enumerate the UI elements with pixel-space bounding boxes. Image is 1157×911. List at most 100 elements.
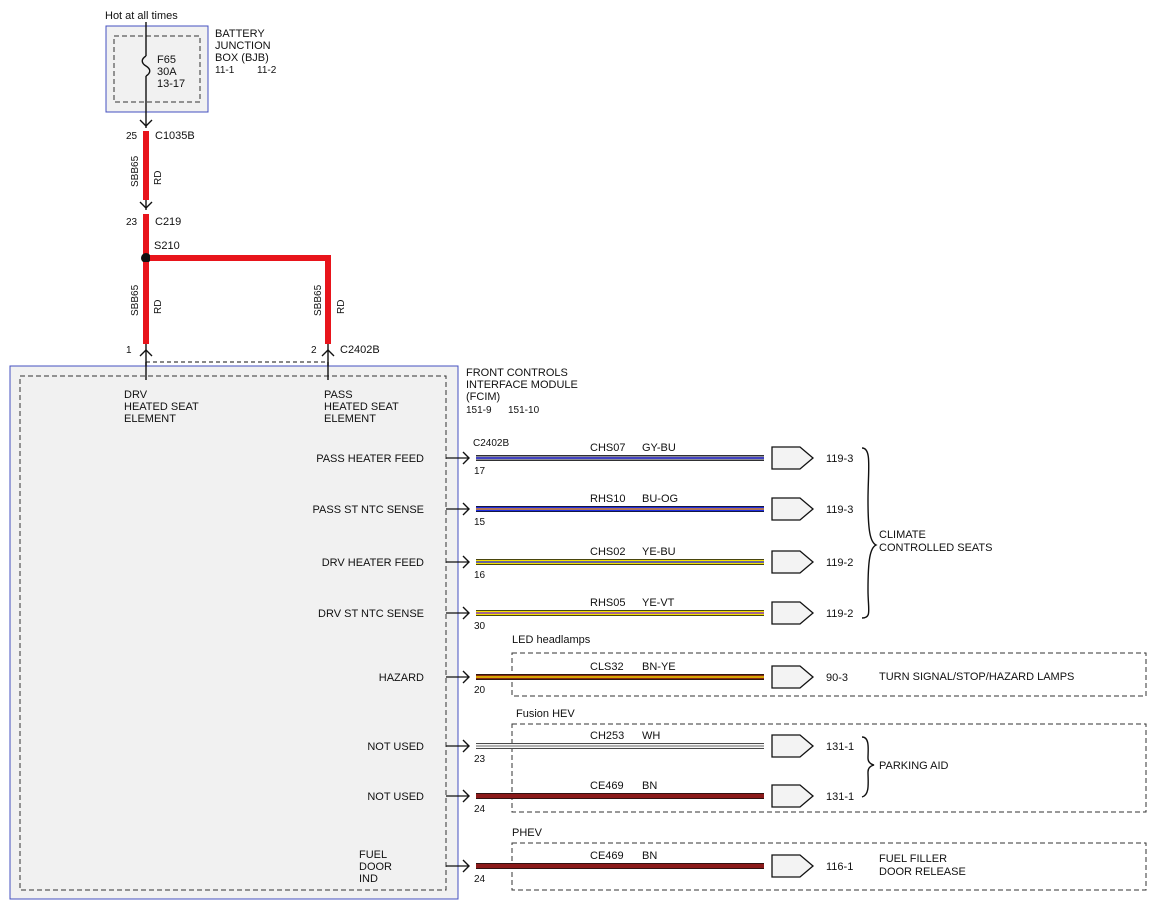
destination-arrow-icon <box>771 734 815 758</box>
option-led-headlamps: LED headlamps <box>512 634 591 646</box>
circuit-row-chs07-0: PASS HEATER FEED 17 CHS07 GY-BU 119-3 <box>316 442 853 477</box>
circuit-page-ref: 119-3 <box>826 504 853 516</box>
circuit-color-code: BN <box>642 780 657 792</box>
circuit-pin: 30 <box>474 621 486 632</box>
c2402b-top-name: C2402B <box>340 344 380 356</box>
circuit-name: RHS05 <box>590 597 625 609</box>
destination-arrow-icon <box>771 784 815 808</box>
circuit-page-ref: 119-2 <box>826 608 853 620</box>
circuit-color-code: WH <box>642 730 660 742</box>
circuit-label: PASS ST NTC SENSE <box>313 504 424 516</box>
fuse-rating: 30A <box>157 66 177 78</box>
connector-pin-icon <box>462 502 470 516</box>
wire-sbb65-right <box>150 255 331 344</box>
c1035b-pin: 25 <box>126 131 138 142</box>
connector-pin-icon <box>462 789 470 803</box>
circuit-name: CLS32 <box>590 661 624 673</box>
circuit-page-ref: 116-1 <box>826 861 853 873</box>
circuit-color-code: BN-YE <box>642 661 676 673</box>
connector-pin-icon <box>462 451 470 465</box>
pass-element-line-2: HEATED SEAT <box>324 401 399 413</box>
fcim-module: DRV HEATED SEAT ELEMENT PASS HEATED SEAT… <box>9 362 578 900</box>
fuse-name: F65 <box>157 54 176 66</box>
connector-pin-icon <box>462 859 470 873</box>
group-climate-line-1: CLIMATE <box>879 529 926 541</box>
wire-right-circuit: SBB65 <box>313 284 324 316</box>
fcim-ref-1: 151-9 <box>466 405 492 416</box>
fcim-ref-2: 151-10 <box>508 405 540 416</box>
connector-pin-icon <box>462 606 470 620</box>
circuit-page-ref: 90-3 <box>826 672 848 684</box>
circuit-color-code: GY-BU <box>642 442 676 454</box>
fuse-ref: 13-17 <box>157 78 185 90</box>
wire-right-color: RD <box>336 300 347 314</box>
circuit-name: CHS07 <box>590 442 625 454</box>
c2402b-side-name: C2402B <box>473 438 509 449</box>
bjb-name-line-2: JUNCTION <box>215 40 271 52</box>
pass-element-line-3: ELEMENT <box>324 413 376 425</box>
destination-arrow-icon <box>771 497 815 521</box>
drv-element-line-1: DRV <box>124 389 148 401</box>
group-parking-label: PARKING AID <box>879 760 949 772</box>
circuit-page-ref: 131-1 <box>826 791 854 803</box>
circuit-pin: 23 <box>474 754 486 765</box>
fuse-icon <box>141 55 151 77</box>
wire-left-circuit: SBB65 <box>130 284 141 316</box>
circuit-name: CHS02 <box>590 546 625 558</box>
circuit-name: CE469 <box>590 850 624 862</box>
circuit-pin: 24 <box>474 874 486 885</box>
battery-junction-box: Hot at all times F65 30A 13-17 BATTERY J… <box>105 10 277 128</box>
fcim-name-line-3: (FCIM) <box>466 391 500 403</box>
circuit-page-ref: 131-1 <box>826 741 854 753</box>
circuit-label: HAZARD <box>379 672 424 684</box>
bjb-name-line-3: BOX (BJB) <box>215 52 269 64</box>
circuit-label: NOT USED <box>367 791 424 803</box>
circuit-pin: 16 <box>474 570 486 581</box>
brace-climate-icon <box>861 447 878 619</box>
circuit-pin: 17 <box>474 466 486 477</box>
group-fuel-line-1: FUEL FILLER <box>879 853 947 865</box>
c1035b-name: C1035B <box>155 130 195 142</box>
circuit-label: IND <box>359 873 378 885</box>
option-phev: PHEV <box>512 827 543 839</box>
splice-name: S210 <box>154 240 180 252</box>
circuit-label: DRV ST NTC SENSE <box>318 608 424 620</box>
circuit-pin: 24 <box>474 804 486 815</box>
circuit-name: CH253 <box>590 730 624 742</box>
c2402b-pin1: 1 <box>126 345 132 356</box>
circuit-color-code: BU-OG <box>642 493 678 505</box>
group-braces: CLIMATE CONTROLLED SEATS PARKING AID FUE… <box>861 447 1074 878</box>
circuit-color-code: YE-VT <box>642 597 675 609</box>
circuit-page-ref: 119-3 <box>826 453 853 465</box>
splice-s210-icon <box>141 253 151 263</box>
group-hazard-dest: TURN SIGNAL/STOP/HAZARD LAMPS <box>879 671 1074 683</box>
circuit-name: RHS10 <box>590 493 625 505</box>
fcim-name-line-1: FRONT CONTROLS <box>466 367 568 379</box>
c219-name: C219 <box>155 216 181 228</box>
circuit-row-rhs10-1: PASS ST NTC SENSE 15 RHS10 BU-OG 119-3 <box>313 493 854 528</box>
circuit-label: PASS HEATER FEED <box>316 453 424 465</box>
connector-pin-icon <box>462 739 470 753</box>
circuit-label: DRV HEATER FEED <box>322 557 424 569</box>
destination-arrow-icon <box>771 550 815 574</box>
group-climate-line-2: CONTROLLED SEATS <box>879 542 993 554</box>
feed-circuit: 25 C1035B SBB65 RD 23 C219 S210 SBB65 RD… <box>126 119 380 378</box>
connector-pin-icon <box>462 555 470 569</box>
destination-arrow-icon <box>771 601 815 625</box>
circuit-row-rhs05-3: DRV ST NTC SENSE 30 RHS05 YE-VT 119-2 <box>318 597 853 632</box>
option-fusion-hev: Fusion HEV <box>516 708 575 720</box>
pass-element-line-1: PASS <box>324 389 353 401</box>
connector-pin-icon <box>462 670 470 684</box>
drv-element-line-2: HEATED SEAT <box>124 401 199 413</box>
bjb-ref-2: 11-2 <box>257 65 277 76</box>
brace-parking-icon <box>861 736 875 798</box>
hot-at-all-times-label: Hot at all times <box>105 10 178 22</box>
destination-arrow-icon <box>771 446 815 470</box>
destination-arrow-icon <box>771 854 815 878</box>
circuit-pin: 15 <box>474 517 486 528</box>
circuit-color-code: YE-BU <box>642 546 676 558</box>
